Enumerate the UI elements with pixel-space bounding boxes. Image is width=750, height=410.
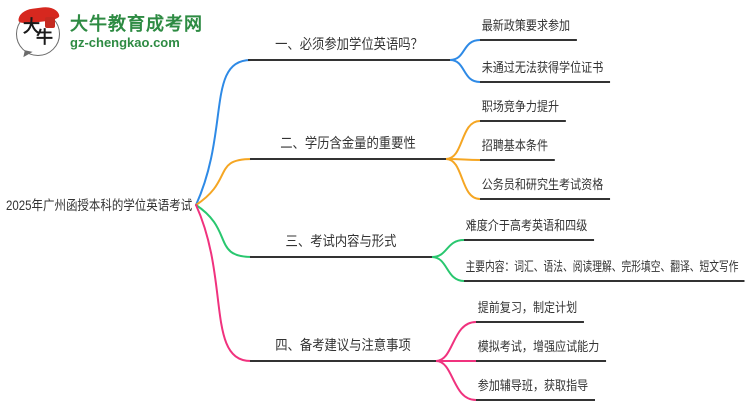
leaf-node: 公务员和研究生考试资格 bbox=[480, 176, 611, 200]
connector-b1-child-1 bbox=[449, 39, 481, 61]
connector-b4-child-3 bbox=[435, 360, 477, 401]
root-node: 2025年广州函授本科的学位英语考试 bbox=[6, 197, 225, 214]
branch-4-node: 四、备考建议与注意事项 bbox=[250, 336, 436, 362]
connector-branch-3 bbox=[195, 204, 253, 258]
leaf-node: 未通过无法获得学位证书 bbox=[480, 59, 611, 83]
branch-3-node: 三、考试内容与形式 bbox=[250, 232, 432, 258]
connector-b2-child-3 bbox=[445, 158, 481, 200]
connector-b3-child-1 bbox=[431, 239, 465, 258]
branch-2-label: 二、学历含金量的重要性 bbox=[280, 135, 416, 151]
branch-1-node: 一、必须参加学位英语吗？ bbox=[248, 35, 450, 61]
connector-branch-1 bbox=[195, 59, 252, 206]
leaf-node: 招聘基本条件 bbox=[480, 137, 555, 161]
logo-red-seal bbox=[45, 17, 55, 28]
branch-1-label: 一、必须参加学位英语吗？ bbox=[275, 36, 423, 52]
branch-4-label: 四、备考建议与注意事项 bbox=[275, 337, 411, 353]
connector-b2-child-1 bbox=[445, 120, 481, 160]
connector-branch-2 bbox=[195, 158, 253, 206]
leaf-node: 模拟考试，增强应试能力 bbox=[476, 338, 607, 362]
logo-bubble-icon: 大 牛 bbox=[14, 5, 62, 59]
branch-3-label: 三、考试内容与形式 bbox=[285, 233, 397, 249]
root-node-label: 2025年广州函授本科的学位英语考试 bbox=[6, 198, 193, 213]
site-name: 大牛教育成考网 bbox=[70, 13, 203, 34]
leaf-node: 难度介于高考英语和四级 bbox=[464, 217, 595, 241]
branch-2-node: 二、学历含金量的重要性 bbox=[250, 134, 446, 160]
leaf-node: 提前复习，制定计划 bbox=[476, 299, 584, 323]
connector-branch-4 bbox=[195, 204, 252, 362]
connector-b1-child-2 bbox=[449, 59, 481, 83]
leaf-node: 参加辅导班，获取指导 bbox=[476, 377, 596, 401]
leaf-node: 主要内容：词汇、语法、阅读理解、完形填空、翻译、短文写作 bbox=[464, 258, 745, 282]
site-url: gz-chengkao.com bbox=[70, 34, 180, 50]
leaf-node: 职场竞争力提升 bbox=[480, 98, 566, 122]
leaf-node: 最新政策要求参加 bbox=[480, 17, 577, 41]
connector-b3-child-2 bbox=[431, 256, 465, 282]
logo-char-da: 大 bbox=[23, 17, 40, 37]
site-logo: 大 牛 大牛教育成考网 gz-chengkao.com bbox=[14, 5, 203, 59]
connector-b4-child-1 bbox=[435, 321, 477, 362]
logo-text: 大牛教育成考网 gz-chengkao.com bbox=[70, 14, 203, 51]
logo-char-niu: 牛 bbox=[36, 28, 53, 48]
